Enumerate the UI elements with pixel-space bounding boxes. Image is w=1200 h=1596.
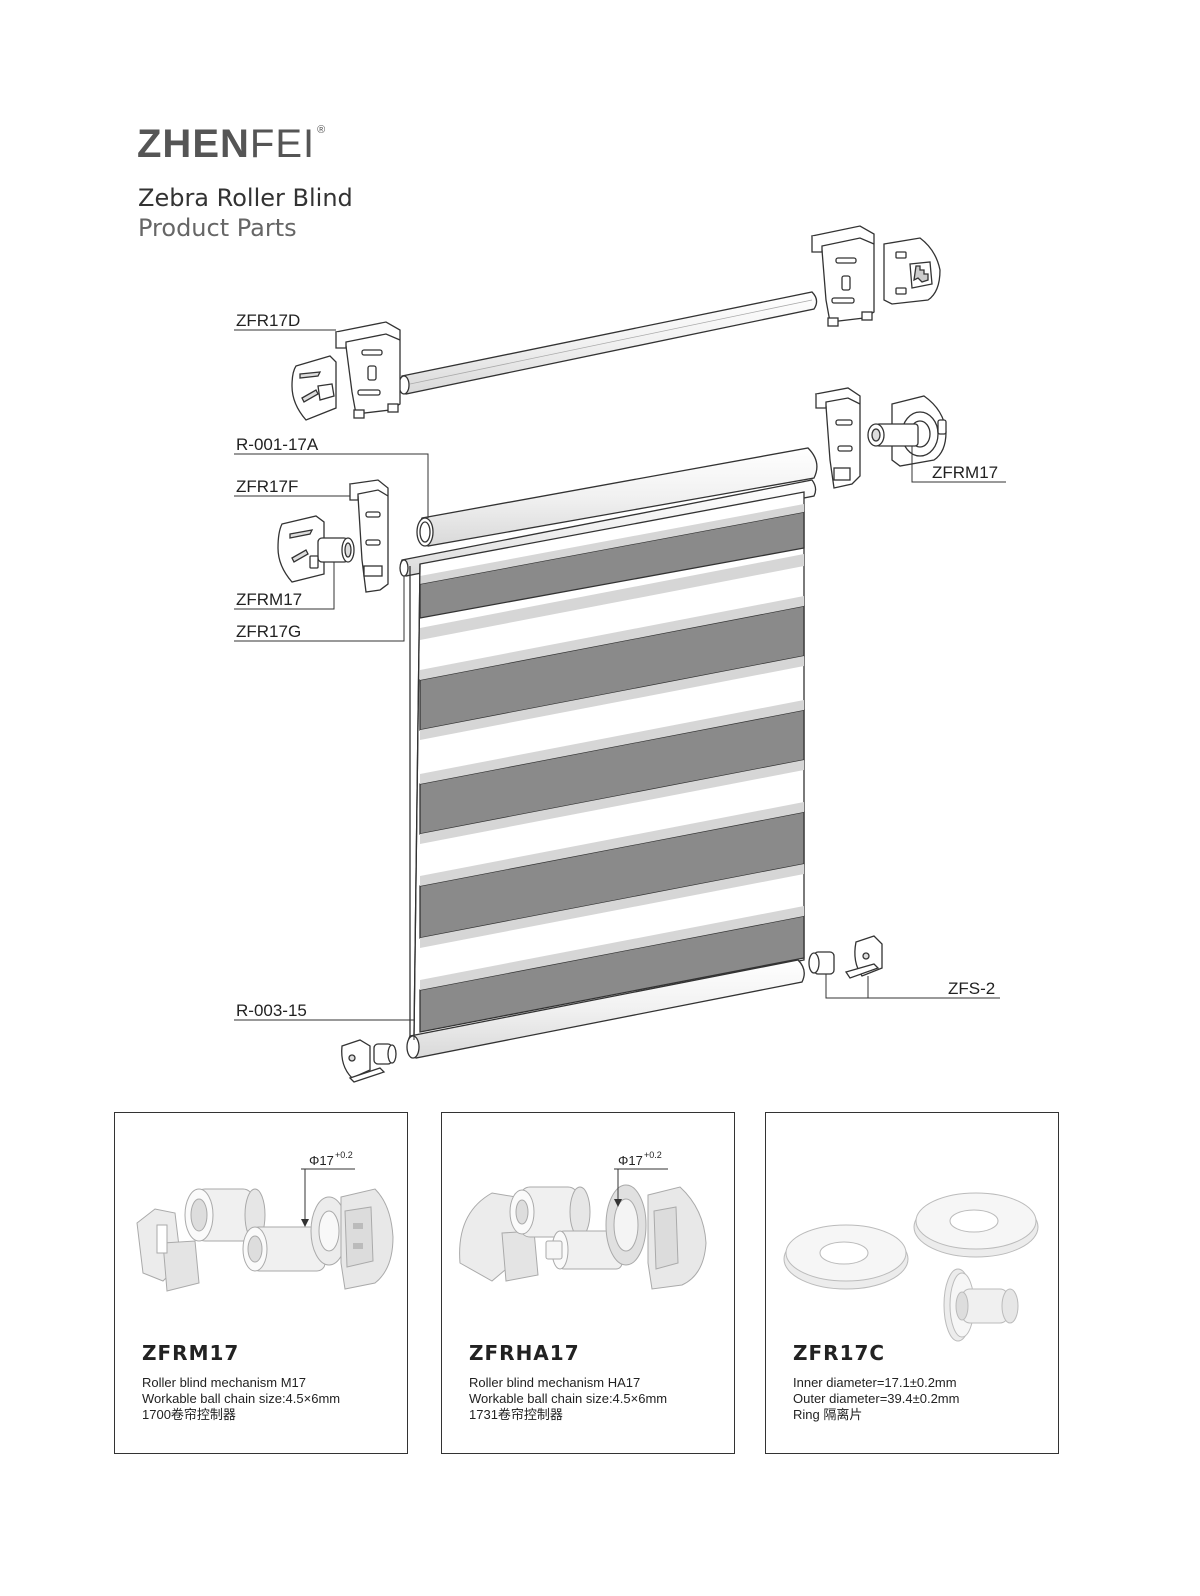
description-line: 1731卷帘控制器 xyxy=(469,1407,563,1422)
product-code: ZFRM17 xyxy=(142,1341,240,1365)
label-zfrm17-left: ZFRM17 xyxy=(236,590,302,609)
label-zfr17f: ZFR17F xyxy=(236,477,298,496)
tolerance-label: +0.2 xyxy=(335,1150,353,1160)
product-card-zfrha17: Φ17 +0.2 ZFRHA17 Roller blind mechanism … xyxy=(441,1112,735,1454)
description-line: Workable ball chain size:4.5×6mm xyxy=(469,1391,668,1406)
roller-tube-r00117a xyxy=(416,447,818,547)
zfrm17-illustration: Φ17 +0.2 xyxy=(136,1150,394,1292)
mechanism-zfrm17-left xyxy=(277,515,355,583)
bracket-right-middle xyxy=(814,387,861,489)
product-code: ZFR17C xyxy=(793,1341,886,1365)
exploded-parts-diagram: ZFR17D R-001-17A ZFR17F ZFRM17 ZFR17G ZF… xyxy=(234,225,1006,1083)
brand-bold: ZHEN xyxy=(137,122,250,166)
end-cap-top-right xyxy=(883,237,941,305)
registered-mark: ® xyxy=(317,124,327,136)
label-zfs2: ZFS-2 xyxy=(948,979,995,998)
bracket-zfr17d-left xyxy=(334,321,401,419)
label-zfrm17-right: ZFRM17 xyxy=(932,463,998,482)
upper-rail-tube xyxy=(398,291,818,395)
description-line: Ring 隔离片 xyxy=(793,1407,863,1422)
bottom-bar-r00315 xyxy=(406,959,805,1059)
product-description: Inner diameter=17.1±0.2mm Outer diameter… xyxy=(793,1375,959,1423)
bracket-zfr17d-right xyxy=(810,225,875,327)
tolerance-label: +0.2 xyxy=(644,1150,662,1160)
dimension-label: Φ17 xyxy=(618,1153,643,1168)
end-plug-bottom-left xyxy=(341,1039,397,1083)
description-line: Roller blind mechanism M17 xyxy=(142,1375,307,1390)
description-line: 1700卷帘控制器 xyxy=(142,1407,236,1422)
description-line: Inner diameter=17.1±0.2mm xyxy=(793,1375,957,1390)
page-subtitle: Product Parts xyxy=(138,214,297,242)
brand-logo: ZHENFEI® xyxy=(137,122,327,167)
mechanism-zfrm17-right xyxy=(867,395,947,467)
end-plug-zfs2 xyxy=(808,935,883,979)
end-cap-upper-left xyxy=(291,355,337,421)
description-line: Outer diameter=39.4±0.2mm xyxy=(793,1391,960,1406)
product-code: ZFRHA17 xyxy=(469,1341,580,1365)
product-card-zfr17c: ZFR17C Inner diameter=17.1±0.2mm Outer d… xyxy=(765,1112,1059,1454)
zebra-fabric-panel xyxy=(409,491,805,1037)
zfr17c-illustration xyxy=(783,1192,1039,1342)
product-card-zfrm17: Φ17 +0.2 ZFRM17 Roller blind mechanism M… xyxy=(114,1112,408,1454)
description-line: Roller blind mechanism HA17 xyxy=(469,1375,641,1390)
dimension-label: Φ17 xyxy=(309,1153,334,1168)
product-description: Roller blind mechanism M17 Workable ball… xyxy=(142,1375,340,1423)
page-title: Zebra Roller Blind xyxy=(138,184,353,212)
label-zfr17d: ZFR17D xyxy=(236,311,300,330)
description-line: Workable ball chain size:4.5×6mm xyxy=(142,1391,341,1406)
label-zfr17g: ZFR17G xyxy=(236,622,301,641)
label-r00117a: R-001-17A xyxy=(236,435,319,454)
label-r00315: R-003-15 xyxy=(236,1001,307,1020)
bracket-zfr17f xyxy=(348,479,389,593)
brand-light: FEI xyxy=(249,122,316,166)
product-description: Roller blind mechanism HA17 Workable bal… xyxy=(469,1375,667,1423)
zfrha17-illustration: Φ17 +0.2 xyxy=(459,1150,707,1290)
